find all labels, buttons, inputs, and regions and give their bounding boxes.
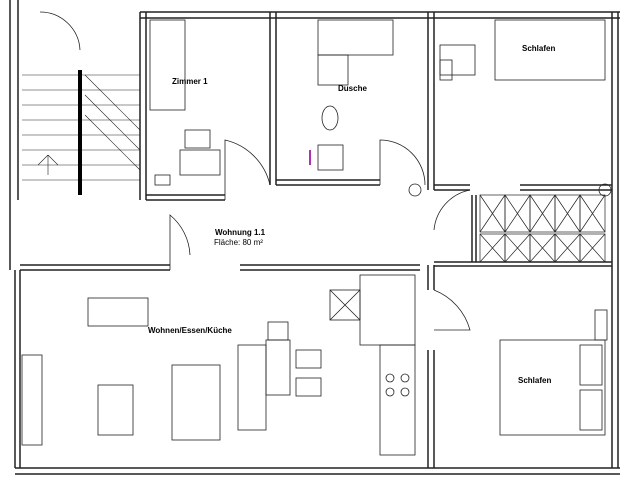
dusche-fixtures: [309, 19, 394, 171]
unit-area-value: 80 m²: [242, 238, 263, 247]
wardrobe-cross: [554, 233, 581, 263]
unit-name: Wohnung 1.1: [215, 228, 266, 237]
wardrobe-cross: [579, 233, 606, 263]
staircase: [22, 70, 141, 195]
wardrobe-unit: [579, 194, 606, 233]
wardrobe-cross: [579, 194, 606, 233]
room-label-wohnen: Wohnen/Essen/Küche: [148, 326, 232, 335]
wardrobes: [479, 194, 606, 263]
wardrobe-cross: [504, 233, 531, 263]
wardrobe-cross: [479, 194, 506, 233]
unit-area-label: Fläche:: [214, 238, 241, 247]
wardrobe-cross: [529, 233, 556, 263]
living-furniture: [21, 274, 416, 456]
zimmer1-furniture: [149, 19, 221, 186]
room-label-zimmer1: Zimmer 1: [172, 77, 208, 86]
doors: [39, 11, 471, 331]
schlafen-bottom-furniture: [499, 309, 608, 436]
wardrobe-cross: [479, 233, 506, 263]
wardrobe-unit: [579, 233, 606, 263]
wardrobe-cross: [529, 194, 556, 233]
room-label-schlafen-top: Schlafen: [522, 44, 556, 53]
schlafen-top-furniture: [408, 19, 612, 197]
unit-area: Fläche: 80 m²: [214, 238, 263, 247]
wardrobe-cross: [554, 194, 581, 233]
outer-walls: [9, 0, 620, 475]
interior-walls: [20, 12, 612, 468]
wardrobe-cross: [504, 194, 531, 233]
room-label-schlafen-bottom: Schlafen: [518, 376, 552, 385]
room-label-dusche: Dusche: [338, 84, 367, 93]
